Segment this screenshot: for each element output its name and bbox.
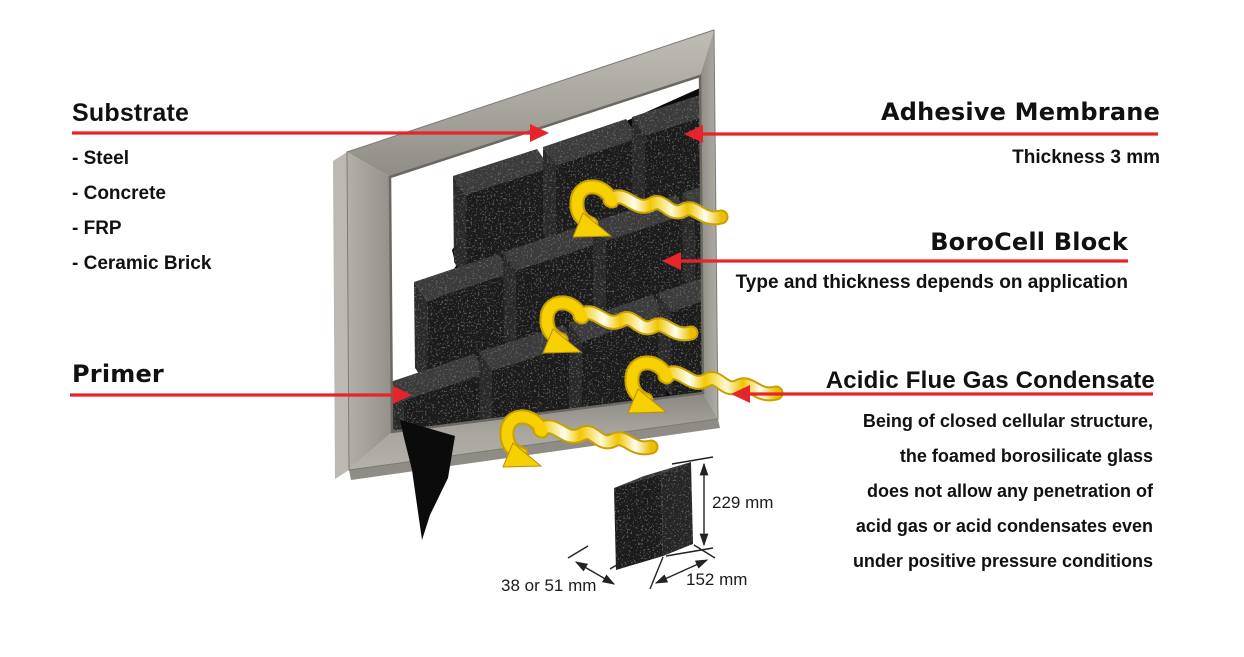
- adhesive-membrane-title: Adhesive Membrane: [880, 98, 1160, 126]
- acidic-description: Being of closed cellular structure, the …: [853, 404, 1153, 579]
- substrate-item: - Steel: [72, 148, 130, 169]
- acidic-line: under positive pressure conditions: [852, 551, 1153, 571]
- adhesive-arrow-head: [684, 125, 703, 143]
- substrate-arrow-head: [530, 124, 549, 142]
- leader-arrows: [70, 124, 1158, 404]
- acidic-line: acid gas or acid condensates even: [855, 516, 1153, 536]
- substrate-title: Substrate: [72, 99, 190, 127]
- substrate-item: - FRP: [72, 218, 122, 239]
- substrate-list: - Steel - Concrete - FRP - Ceramic Brick: [72, 141, 211, 281]
- acidic-arrow-head: [731, 385, 750, 403]
- substrate-item: - Ceramic Brick: [72, 253, 212, 274]
- adhesive-membrane-thickness: Thickness 3 mm: [1012, 147, 1160, 168]
- substrate-item: - Concrete: [72, 183, 166, 204]
- dimension-lines: [567, 456, 716, 590]
- primer-title: Primer: [72, 360, 164, 388]
- dimension-width-label: 152 mm: [686, 570, 748, 589]
- membrane-flap: [400, 420, 455, 540]
- dimension-height-label: 229 mm: [712, 493, 774, 512]
- borocell-arrow-head: [662, 252, 681, 270]
- acidic-title: Acidic Flue Gas Condensate: [825, 367, 1155, 394]
- primer-arrow-head: [393, 386, 412, 404]
- sample-block: [614, 462, 693, 570]
- acidic-line: the foamed borosilicate glass: [899, 446, 1153, 466]
- dimension-depth-label: 38 or 51 mm: [501, 576, 597, 595]
- borocell-block-title: BoroCell Block: [930, 228, 1128, 256]
- acidic-line: Being of closed cellular structure,: [862, 411, 1153, 431]
- borocell-block-subtitle: Type and thickness depends on applicatio…: [735, 272, 1128, 293]
- block: [682, 165, 703, 298]
- acidic-line: does not allow any penetration of: [866, 481, 1153, 501]
